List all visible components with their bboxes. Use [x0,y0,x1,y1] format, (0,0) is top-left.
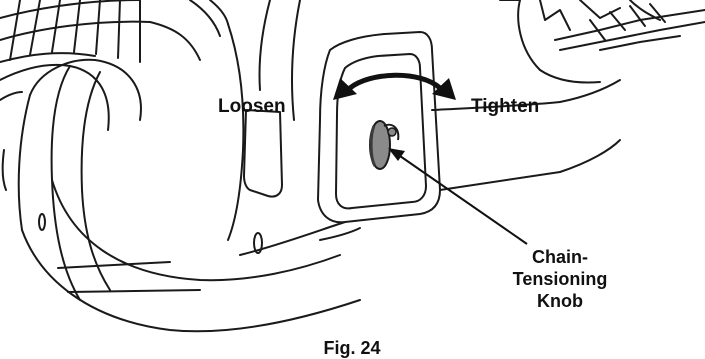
chain-tensioning-knob [370,121,398,169]
leader-line [388,148,527,244]
figure-caption: Fig. 24 [292,338,412,359]
knob-label-line2: Knob [485,290,635,312]
knob-label: Chain-Tensioning Knob [485,246,635,312]
chainsaw-diagram: Loosen Tighten Chain-Tensioning Knob Fig… [0,0,705,350]
loosen-label: Loosen [218,96,286,118]
knob-label-line1: Chain-Tensioning [485,246,635,290]
tighten-label: Tighten [471,96,539,118]
rotation-arrow [333,75,456,100]
